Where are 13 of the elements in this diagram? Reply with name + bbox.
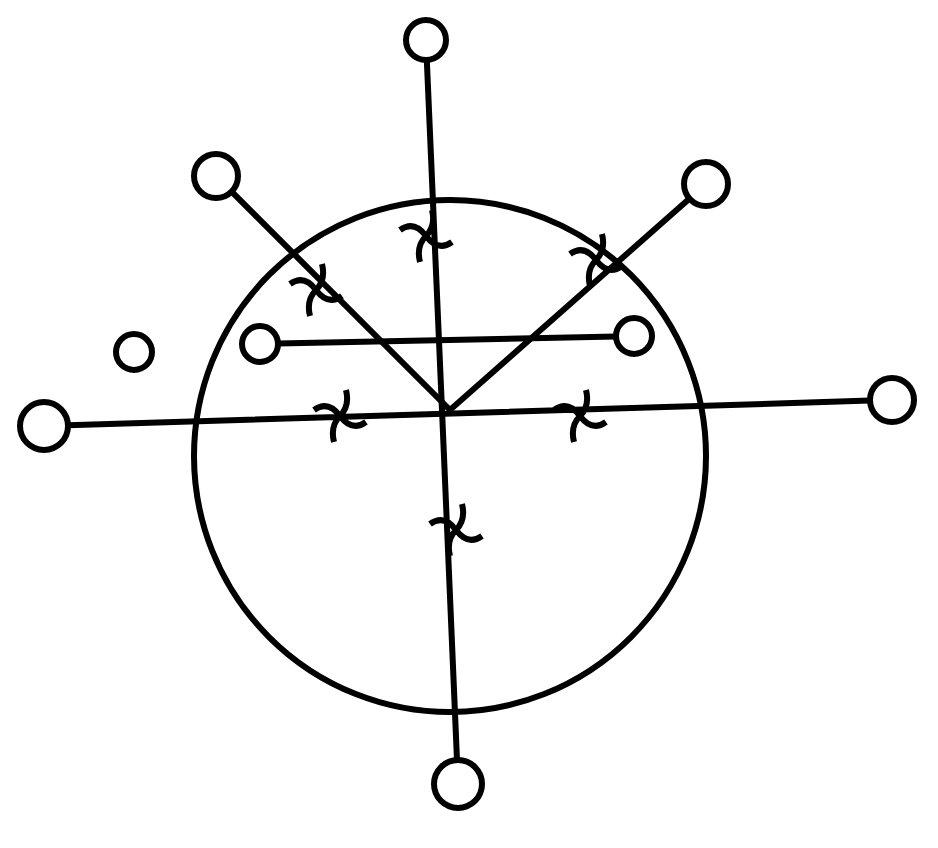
- small-circle: [191, 151, 241, 201]
- connector-line: [277, 333, 617, 347]
- small-circle: [113, 331, 155, 373]
- small-circle: [867, 375, 917, 425]
- connector-line: [228, 188, 693, 413]
- small-circle: [403, 17, 449, 63]
- small-circle: [17, 399, 71, 453]
- connector-line: [397, 57, 485, 763]
- small-circle: [431, 757, 485, 811]
- small-circle: [681, 159, 731, 209]
- large-circle: [191, 197, 709, 715]
- small-circle: [613, 315, 655, 357]
- small-circle: [239, 323, 281, 365]
